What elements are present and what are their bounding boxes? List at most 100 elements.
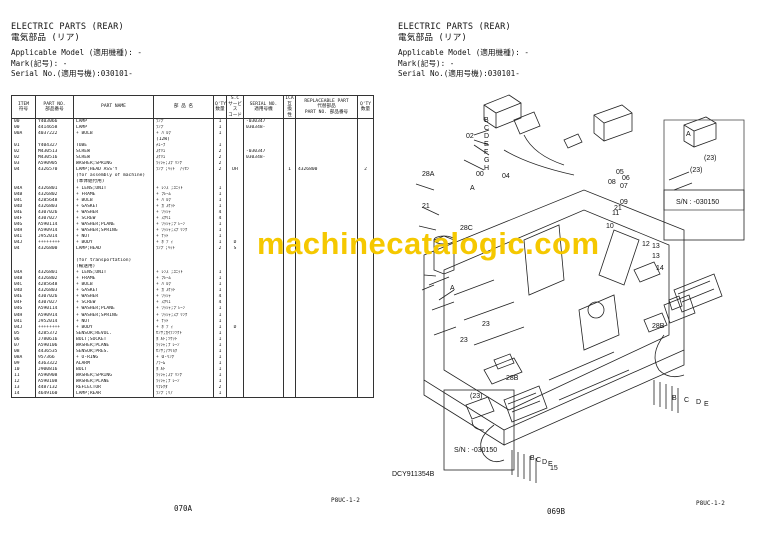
table-cell: [357, 155, 374, 162]
table-cell: [357, 233, 374, 240]
callout-label: D: [484, 133, 489, 140]
table-cell: [283, 391, 296, 399]
callout-label: F: [484, 149, 488, 156]
mark-label: Mark(記号): -: [11, 58, 68, 68]
callout-label: 08: [608, 179, 616, 186]
callout-label: D: [542, 459, 547, 466]
table-cell: [357, 149, 374, 156]
callout-label: (23): [470, 393, 482, 400]
table-cell: [357, 288, 374, 295]
section-title: ELECTRIC PARTS (REAR): [398, 22, 511, 32]
table-cell: [357, 379, 374, 386]
table-cell: [357, 203, 374, 210]
mark-label: Mark(記号): -: [398, 58, 455, 68]
callout-label: B: [672, 395, 677, 402]
table-cell: [357, 342, 374, 349]
callout-label: E: [704, 401, 709, 408]
table-cell: [357, 264, 374, 271]
callout-label: 23: [482, 321, 490, 328]
callout-label: D: [696, 399, 701, 406]
callout-label: 21: [614, 205, 622, 212]
callout-label: 12: [642, 241, 650, 248]
callout-label: G: [484, 157, 489, 164]
watermark: machinecatalogic.com: [257, 226, 600, 261]
serial-label: Serial No.(適用号機):030101-: [11, 69, 133, 78]
callout-label: 28C: [460, 225, 473, 232]
table-cell: [295, 391, 358, 399]
table-cell: [357, 385, 374, 392]
table-row: (輸送用): [11, 264, 374, 271]
callout-label: 28B: [506, 375, 519, 382]
serial-note: S/N : -030150: [454, 447, 497, 454]
footer-code: P8UC-1-2: [696, 500, 725, 507]
table-cell: [357, 312, 374, 319]
table-cell: [357, 318, 374, 325]
table-cell: [357, 245, 374, 253]
parts-list-page: ELECTRIC PARTS (REAR) 電気部品 (リア) Applicab…: [11, 22, 374, 513]
table-cell: [357, 372, 374, 380]
table-cell: [357, 276, 374, 283]
page-header: ELECTRIC PARTS (REAR) 電気部品 (リア) Applicab…: [398, 22, 529, 80]
col-part-no: PART NO.部品番号: [35, 95, 74, 119]
table-cell: [357, 118, 374, 126]
col-serial-no: SERIAL NO.適用号機: [243, 95, 284, 119]
callout-label: 13: [652, 243, 660, 250]
callout-label: C: [684, 397, 689, 404]
applicable-model: Applicable Model (適用機種): -: [11, 48, 142, 57]
table-row: [11, 252, 374, 259]
table-cell: ﾗﾝﾌﾟ;ﾘｱ: [153, 391, 214, 399]
table-cell: [357, 348, 374, 355]
callout-label: 09: [620, 199, 628, 206]
page-header: ELECTRIC PARTS (REAR) 電気部品 (リア) Applicab…: [11, 22, 142, 80]
table-cell: [357, 173, 374, 180]
table-cell: [226, 391, 244, 399]
callout-label: B: [530, 455, 535, 462]
table-cell: [357, 143, 374, 150]
table-cell: [357, 197, 374, 204]
table-row: (12W): [11, 137, 374, 144]
callout-label: (23): [704, 155, 716, 162]
callout-label: 04: [502, 173, 510, 180]
callout-label: H: [484, 165, 489, 172]
callout-label: 23: [460, 337, 468, 344]
table-cell: [357, 366, 374, 373]
footer-code: P8UC-1-2: [331, 497, 360, 504]
table-cell: LAMP;REAR: [73, 391, 154, 399]
table-cell: [357, 185, 374, 192]
callout-label: 02: [466, 133, 474, 140]
table-row: (for transportation): [11, 258, 374, 265]
